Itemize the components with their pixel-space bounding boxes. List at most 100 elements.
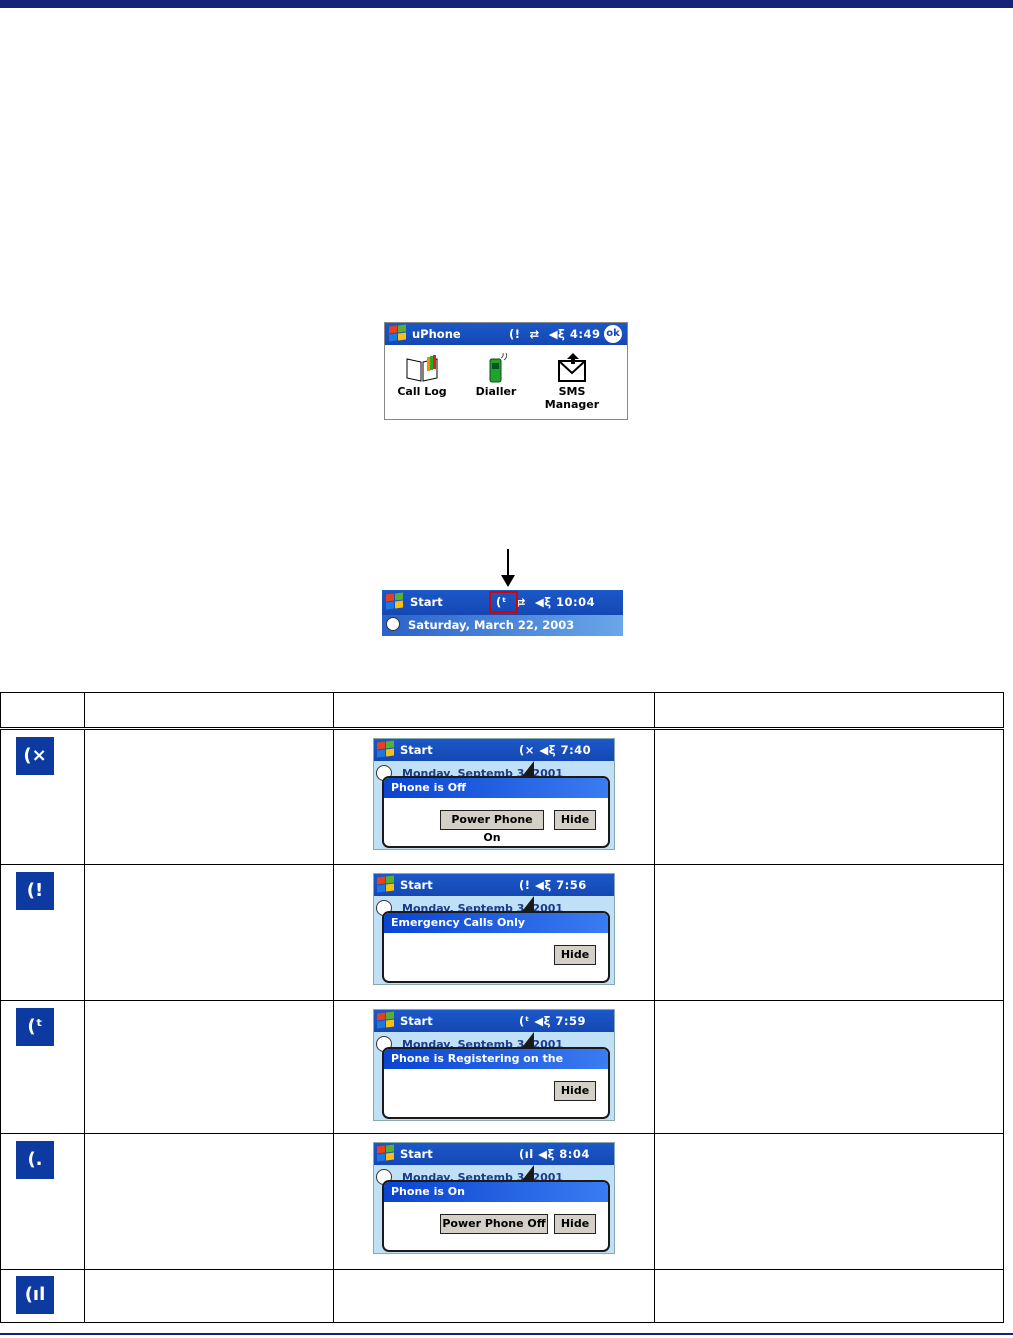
start-title-bar: Start (! ◀ξ 7:56 bbox=[374, 874, 614, 896]
table-row: (. Start (ıl ◀ξ 8:04 Monday, Septemb 3, … bbox=[0, 1133, 1004, 1270]
screenshot-cell bbox=[333, 1269, 655, 1323]
windows-flag-icon bbox=[376, 875, 396, 894]
phone-registering-icon[interactable]: (ᵗ bbox=[496, 595, 507, 609]
pointer-arrow bbox=[507, 549, 509, 577]
table-row: (× Start (× ◀ξ 7:40 Monday, Septemb 3, 2… bbox=[0, 728, 1004, 865]
windows-flag-icon bbox=[376, 1011, 396, 1030]
bubble-tail bbox=[520, 896, 534, 914]
connectivity-icon[interactable]: ⇄ bbox=[515, 595, 526, 609]
power-phone-on-button[interactable]: Power Phone On bbox=[440, 810, 544, 844]
screenshot-cell: Start (× ◀ξ 7:40 Monday, Septemb 3, 2001… bbox=[333, 728, 655, 865]
notification-bubble: Phone is On Power Phone Off Hide bbox=[382, 1180, 610, 1252]
screenshot-cell: Start (ᵗ ◀ξ 7:59 Monday, Septemb 3, 2001… bbox=[333, 1000, 655, 1134]
bubble-tail bbox=[520, 1165, 534, 1183]
header-cell bbox=[333, 692, 655, 730]
icon-cell: (. bbox=[0, 1133, 85, 1270]
app-label: SMS Manager bbox=[544, 385, 600, 411]
phone-signal-icon: (ıl bbox=[519, 1147, 534, 1161]
screenshot-cell: Start (! ◀ξ 7:56 Monday, Septemb 3, 2001… bbox=[333, 864, 655, 1001]
clock[interactable]: 10:04 bbox=[556, 595, 596, 609]
hide-button[interactable]: Hide bbox=[554, 1081, 596, 1101]
start-title-bar: Start (ıl ◀ξ 8:04 bbox=[374, 1143, 614, 1165]
phone-off-icon: (× bbox=[519, 743, 535, 757]
date-text: Saturday, March 22, 2003 bbox=[408, 618, 575, 632]
speaker-icon[interactable]: ◀ξ bbox=[534, 595, 552, 609]
sms-manager-app[interactable]: SMS Manager bbox=[535, 353, 609, 411]
bubble-title: Phone is Registering on the Network bbox=[384, 1049, 608, 1085]
windows-flag-icon[interactable] bbox=[385, 592, 405, 611]
windows-flag-icon bbox=[376, 1144, 396, 1163]
phone-status-icon[interactable]: (! bbox=[509, 327, 521, 341]
screenshot-cell: Start (ıl ◀ξ 8:04 Monday, Septemb 3, 200… bbox=[333, 1133, 655, 1270]
phone-emergency-icon: (! bbox=[519, 878, 531, 892]
app-label: Call Log bbox=[397, 385, 447, 398]
envelope-icon bbox=[555, 353, 589, 383]
description-cell bbox=[84, 1269, 334, 1323]
notification-screenshot: Start (× ◀ξ 7:40 Monday, Septemb 3, 2001… bbox=[373, 738, 615, 850]
dialler-app[interactable]: Dialler bbox=[459, 352, 533, 398]
start-label[interactable]: Start bbox=[410, 595, 443, 609]
pointer-arrow-head bbox=[501, 575, 515, 587]
notes-cell bbox=[654, 1000, 1004, 1134]
table-row: (! Start (! ◀ξ 7:56 Monday, Septemb 3, 2… bbox=[0, 864, 1004, 1001]
speaker-icon[interactable]: ◀ξ bbox=[548, 327, 566, 341]
footer-rule bbox=[0, 1333, 1013, 1335]
clock: 8:04 bbox=[559, 1147, 590, 1161]
icon-cell: (ıl bbox=[0, 1269, 85, 1323]
connectivity-icon[interactable]: ⇄ bbox=[529, 327, 540, 341]
title-bar: uPhone (! ⇄ ◀ξ 4:49 ok bbox=[385, 323, 627, 345]
clock: 7:56 bbox=[556, 878, 587, 892]
notes-cell bbox=[654, 864, 1004, 1001]
phone-icon bbox=[479, 352, 513, 383]
app-title: uPhone bbox=[412, 327, 461, 341]
phone-status-icons-table: (× Start (× ◀ξ 7:40 Monday, Septemb 3, 2… bbox=[0, 692, 1004, 1323]
notes-cell bbox=[654, 1269, 1004, 1323]
windows-flag-icon bbox=[376, 740, 396, 759]
notification-bubble: Phone is Registering on the Network Hide bbox=[382, 1047, 610, 1119]
notes-cell bbox=[654, 1133, 1004, 1270]
hide-button[interactable]: Hide bbox=[554, 810, 596, 830]
bubble-tail bbox=[520, 761, 534, 779]
phone-off-icon: (× bbox=[16, 737, 54, 775]
icon-cell: (ᵗ bbox=[0, 1000, 85, 1134]
header-cell bbox=[84, 692, 334, 730]
hide-button[interactable]: Hide bbox=[554, 1214, 596, 1234]
table-row: (ᵗ Start (ᵗ ◀ξ 7:59 Monday, Septemb 3, 2… bbox=[0, 1000, 1004, 1134]
notification-bubble: Phone is Off Power Phone On Hide bbox=[382, 776, 610, 848]
header-rule bbox=[0, 0, 1013, 8]
clock: 7:40 bbox=[560, 743, 592, 757]
start-title-bar: Start (ᵗ ⇄ ◀ξ 10:04 bbox=[382, 590, 623, 615]
ok-button[interactable]: ok bbox=[604, 325, 622, 343]
app-label: Dialler bbox=[475, 385, 517, 398]
notification-screenshot: Start (ıl ◀ξ 8:04 Monday, Septemb 3, 200… bbox=[373, 1142, 615, 1254]
description-cell bbox=[84, 1000, 334, 1134]
description-cell bbox=[84, 864, 334, 1001]
start-title-bar: Start (× ◀ξ 7:40 bbox=[374, 739, 614, 761]
windows-flag-icon[interactable] bbox=[388, 324, 408, 343]
notification-screenshot: Start (! ◀ξ 7:56 Monday, Septemb 3, 2001… bbox=[373, 873, 615, 985]
phone-on-icon: (. bbox=[16, 1141, 54, 1179]
call-log-app[interactable]: Call Log bbox=[385, 353, 459, 398]
bubble-title: Emergency Calls Only bbox=[384, 913, 608, 933]
notification-bubble: Emergency Calls Only Hide bbox=[382, 911, 610, 983]
table-header-row bbox=[0, 692, 1004, 730]
today-date-bar: Saturday, March 22, 2003 bbox=[382, 615, 623, 636]
book-icon bbox=[405, 353, 439, 383]
hide-button[interactable]: Hide bbox=[554, 945, 596, 965]
clock-icon bbox=[386, 617, 400, 631]
highlight-box bbox=[489, 591, 518, 613]
notification-screenshot: Start (ᵗ ◀ξ 7:59 Monday, Septemb 3, 2001… bbox=[373, 1009, 615, 1121]
clock[interactable]: 4:49 bbox=[569, 327, 601, 341]
bubble-tail bbox=[520, 1032, 534, 1050]
bubble-title: Phone is On bbox=[384, 1182, 608, 1202]
description-cell bbox=[84, 728, 334, 865]
table-row: (ıl bbox=[0, 1269, 1004, 1323]
bubble-title: Phone is Off bbox=[384, 778, 608, 798]
notes-cell bbox=[654, 728, 1004, 865]
phone-registering-icon: (ᵗ bbox=[16, 1008, 54, 1046]
uphone-window: uPhone (! ⇄ ◀ξ 4:49 ok Call Log Dialler … bbox=[384, 322, 628, 420]
tray-icons: (ᵗ ⇄ ◀ξ 10:04 bbox=[496, 590, 595, 615]
power-phone-off-button[interactable]: Power Phone Off bbox=[440, 1214, 548, 1234]
phone-registering-icon: (ᵗ bbox=[519, 1014, 530, 1028]
description-cell bbox=[84, 1133, 334, 1270]
